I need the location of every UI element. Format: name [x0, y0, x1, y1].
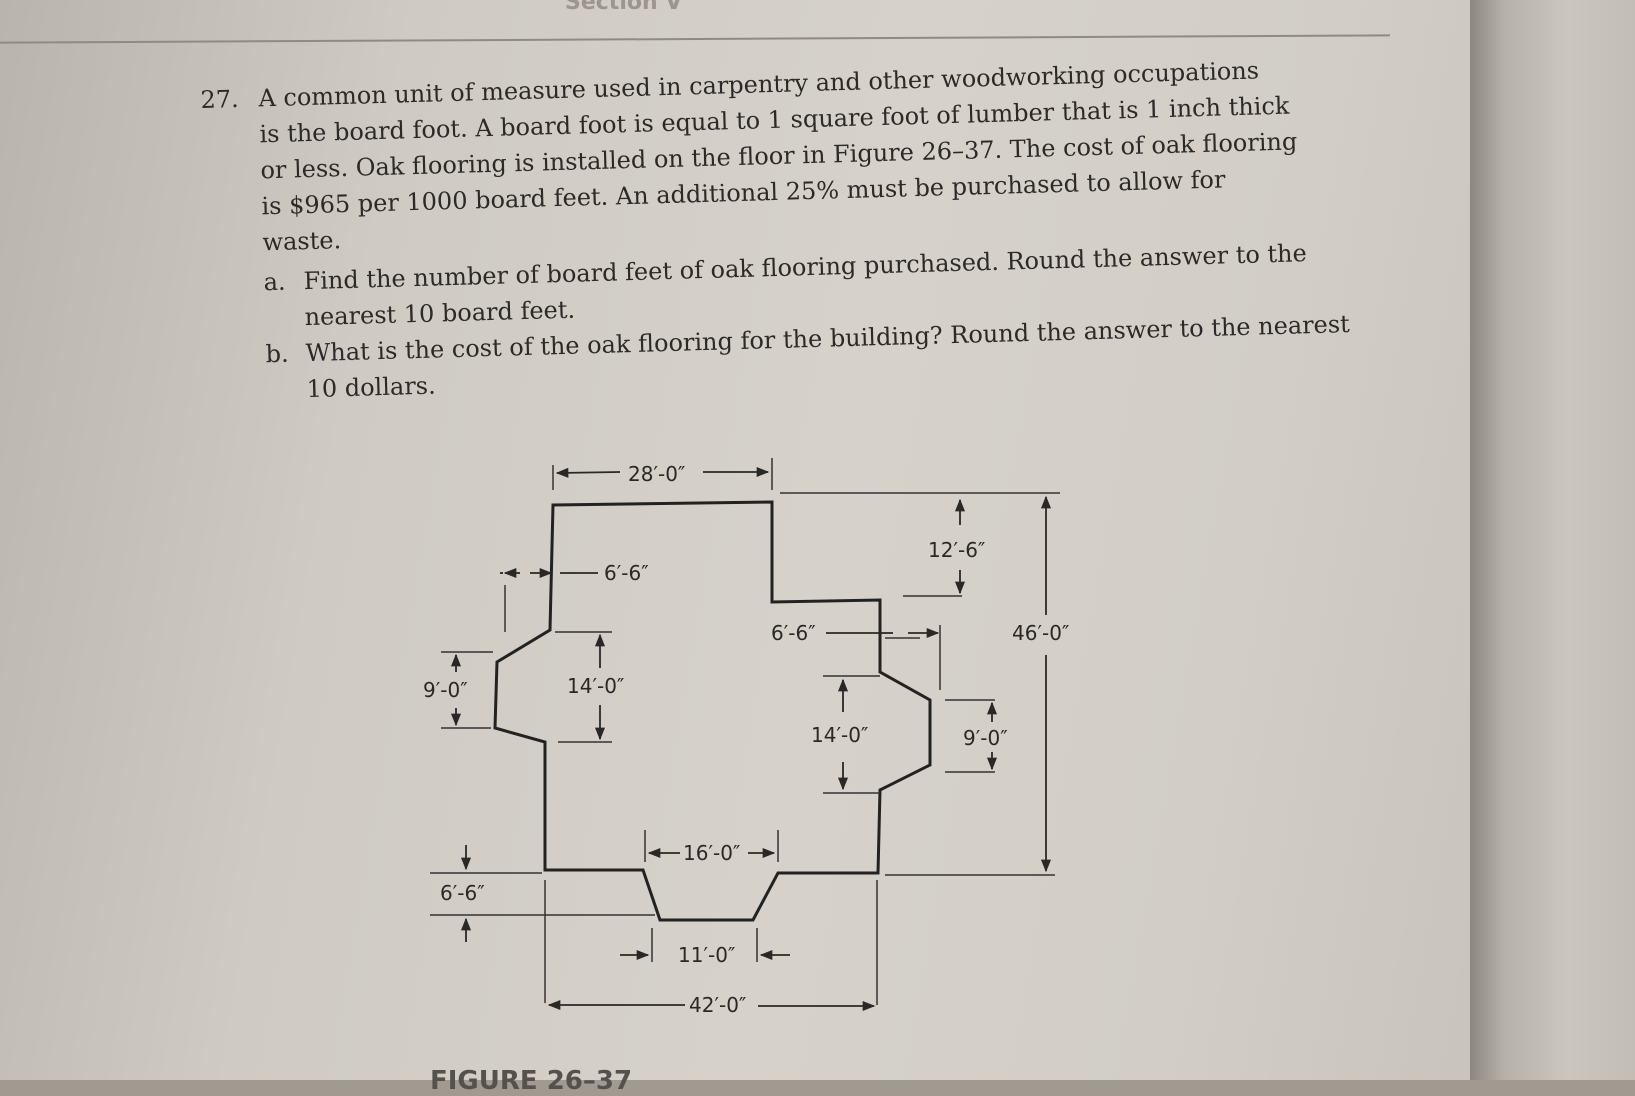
dim-left-offset-lower: 6′-6″ — [440, 881, 485, 905]
dim-overall-width: 42′-0″ — [689, 993, 746, 1017]
dim-right-offset: 6′-6″ — [771, 621, 816, 645]
page-header-rule — [0, 34, 1390, 44]
floor-plan-figure: 28′-0″ 6′-6″ 9′-0″ 14′-0″ 6′-6″ 12′-6″ 4… — [400, 450, 1160, 1080]
dim-overall-height: 46′-0″ — [1012, 621, 1069, 645]
dim-top-width: 28′-0″ — [628, 462, 685, 486]
problem-parts: a. Find the number of board feet of oak … — [263, 233, 1389, 408]
textbook-page: Section V 27. A common unit of measure u… — [0, 0, 1490, 1096]
floor-plan-svg: 28′-0″ 6′-6″ 9′-0″ 14′-0″ 6′-6″ 12′-6″ 4… — [423, 458, 1069, 1017]
part-letter: a. — [263, 267, 286, 297]
problem-stem: A common unit of measure used in carpent… — [258, 49, 1385, 260]
problem-number: 27. — [200, 84, 240, 114]
part-letter: b. — [265, 339, 290, 369]
dim-left-offset-upper: 6′-6″ — [604, 561, 649, 585]
floor-outline — [493, 500, 932, 922]
dim-right-side-height: 14′-0″ — [811, 723, 868, 747]
extension-lines — [430, 458, 1060, 1005]
book-gutter — [1470, 0, 1635, 1080]
dimension-lines — [450, 466, 1052, 1012]
dim-bottom-notch-bottom: 11′-0″ — [678, 943, 735, 967]
dim-right-bump-height: 9′-0″ — [963, 726, 1008, 750]
dim-left-side-height: 14′-0″ — [567, 674, 624, 698]
page-header: Section V — [565, 0, 683, 15]
problem-27: 27. A common unit of measure used in car… — [200, 49, 1389, 410]
dim-left-bump-height: 9′-0″ — [423, 678, 468, 702]
figure-caption: FIGURE 26–37 — [430, 1066, 633, 1096]
dim-bottom-notch-top: 16′-0″ — [683, 841, 740, 865]
dim-right-notch: 12′-6″ — [928, 538, 985, 562]
